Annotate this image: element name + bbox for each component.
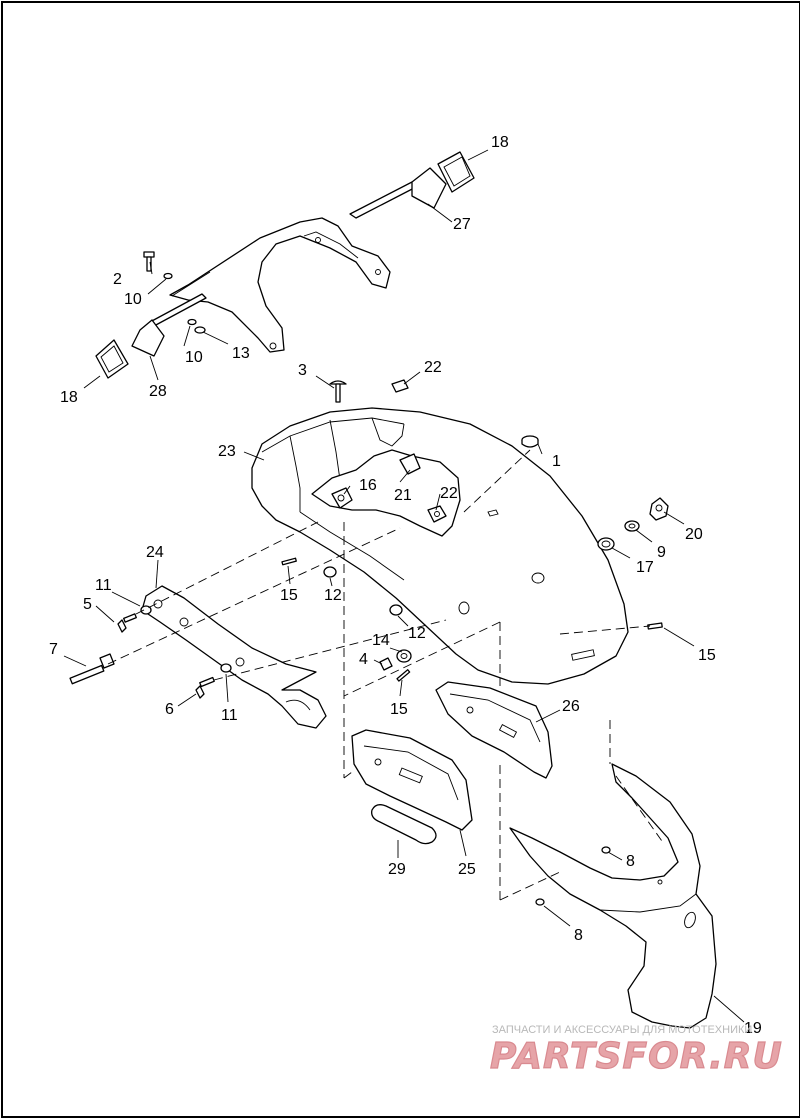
washer-11-lower — [220, 663, 232, 673]
callout-5: 5 — [83, 596, 92, 613]
stud-20 — [649, 497, 669, 521]
screw-15-left — [281, 557, 297, 566]
clip-22-upper — [391, 379, 409, 393]
screw-15-right — [647, 622, 663, 630]
reflector-bracket-left — [131, 293, 207, 357]
callout-7: 7 — [49, 641, 58, 658]
leader-lines — [63, 149, 745, 1023]
reflector-bracket-right — [349, 167, 447, 219]
callout-3: 3 — [298, 362, 307, 379]
fender-support-strut — [141, 585, 327, 729]
callout-22-upper: 22 — [424, 359, 442, 376]
callout-29: 29 — [388, 861, 406, 878]
callout-27: 27 — [453, 216, 471, 233]
callout-26: 26 — [562, 698, 580, 715]
stud-7 — [69, 653, 115, 685]
nut-16 — [331, 487, 353, 509]
callout-15-right: 15 — [698, 647, 716, 664]
callout-25: 25 — [458, 861, 476, 878]
callout-17: 17 — [636, 559, 654, 576]
washer-10-lower — [187, 318, 197, 326]
side-bracket-25 — [351, 729, 473, 831]
callout-18-upper: 18 — [491, 134, 509, 151]
screw-4 — [379, 657, 393, 671]
nut-12-left — [323, 566, 337, 578]
screw-6 — [195, 676, 215, 699]
callout-18-lower: 18 — [60, 389, 78, 406]
callout-2: 2 — [113, 271, 122, 288]
callout-24: 24 — [146, 544, 164, 561]
callout-20: 20 — [685, 526, 703, 543]
screw-15-middle — [396, 669, 411, 682]
trim-strip-29 — [371, 804, 437, 845]
watermark: ЗАПЧАСТИ И АКСЕССУАРЫ ДЛЯ МОТОТЕХНИКИ PA… — [489, 1024, 783, 1078]
nut-12-right — [389, 604, 403, 616]
callout-15-middle: 15 — [390, 701, 408, 718]
callout-21: 21 — [394, 487, 412, 504]
screw-3 — [329, 380, 347, 403]
callout-11-lower: 11 — [221, 707, 238, 724]
nut-22-lower — [427, 505, 447, 523]
callout-12-right: 12 — [408, 625, 426, 642]
callout-labels: 1 2 3 4 5 6 7 8 8 9 10 10 11 11 12 12 13… — [49, 134, 762, 1037]
grommet-17 — [597, 537, 615, 551]
callout-1: 1 — [552, 453, 561, 470]
screw-2 — [143, 251, 155, 272]
inner-fender-liner — [311, 449, 461, 537]
callout-4: 4 — [359, 651, 368, 668]
callout-8-upper: 8 — [626, 853, 635, 870]
callout-28: 28 — [149, 383, 167, 400]
callout-10-upper: 10 — [124, 291, 142, 308]
reflector-right — [437, 151, 475, 193]
screw-5 — [117, 613, 137, 633]
plug-1 — [521, 435, 539, 448]
washer-8-lower — [535, 898, 545, 906]
washer-11-upper — [140, 605, 152, 615]
callout-19: 19 — [744, 1020, 762, 1037]
callout-8-lower: 8 — [574, 927, 583, 944]
assembly-dash-lines — [107, 449, 665, 901]
callout-10-lower: 10 — [185, 349, 203, 366]
watermark-brand: PARTSFOR.RU — [490, 1036, 783, 1077]
callout-15-left: 15 — [280, 587, 298, 604]
callout-11-upper: 11 — [95, 577, 112, 594]
rear-bracket-26 — [435, 681, 553, 779]
watermark-caption: ЗАПЧАСТИ И АКСЕССУАРЫ ДЛЯ МОТОТЕХНИКИ — [492, 1024, 752, 1036]
upper-fender-support-bracket — [169, 217, 391, 353]
nut-13 — [194, 326, 206, 334]
callout-6: 6 — [165, 701, 174, 718]
washer-8-upper — [601, 846, 611, 854]
callout-23: 23 — [218, 443, 236, 460]
fender-extension-19 — [509, 763, 717, 1029]
callout-22-lower: 22 — [440, 485, 458, 502]
callout-9: 9 — [657, 544, 666, 561]
rear-fender — [251, 407, 629, 685]
callout-13: 13 — [232, 345, 250, 362]
callout-12-left: 12 — [324, 587, 342, 604]
callout-16: 16 — [359, 477, 377, 494]
washer-9 — [624, 520, 640, 532]
washer-10-upper — [163, 272, 173, 280]
washer-14 — [396, 649, 412, 663]
callout-14: 14 — [372, 632, 390, 649]
reflector-left — [95, 339, 129, 379]
liner-clip-21 — [399, 453, 421, 475]
